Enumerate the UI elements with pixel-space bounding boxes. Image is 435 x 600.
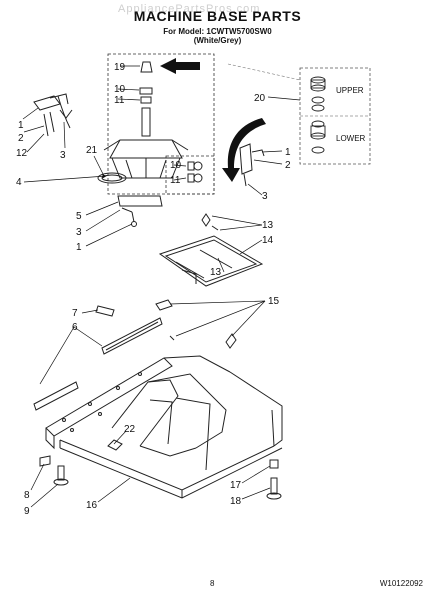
callout-18: 18 <box>230 496 242 507</box>
machine-base-frame <box>45 299 283 499</box>
watermark: AppliancePartsPros.com <box>118 3 261 15</box>
bearing-inset-box <box>299 67 371 165</box>
document-code: W10122092 <box>379 579 423 588</box>
callout-13b: 13 <box>210 267 222 278</box>
callout-3: 3 <box>60 150 66 161</box>
left-leveling-leg <box>39 455 69 486</box>
direction-arrow-left-icon <box>160 58 200 74</box>
callout-1: 1 <box>18 120 24 131</box>
right-leveling-leg <box>266 459 282 500</box>
model-line: For Model: 1CWTW5700SW0 <box>163 27 272 36</box>
callout-20: 20 <box>254 93 266 104</box>
curved-arrow-icon <box>222 118 266 182</box>
callout-3c: 3 <box>76 227 82 238</box>
right-bracket-parts <box>239 143 265 187</box>
callout-16: 16 <box>86 500 98 511</box>
side-rail <box>33 305 163 411</box>
upper-bearing-icon <box>310 76 326 112</box>
page-number: 8 <box>210 579 215 588</box>
callout-13: 13 <box>262 220 274 231</box>
detail-box-small <box>165 155 215 195</box>
callout-11: 11 <box>114 95 125 106</box>
callout-12: 12 <box>16 148 28 159</box>
lower-bracket-parts <box>117 195 163 227</box>
page-title: MACHINE BASE PARTS <box>133 8 302 24</box>
callout-5: 5 <box>76 211 82 222</box>
callout-1b: 1 <box>285 147 291 158</box>
callout-19: 19 <box>114 62 126 73</box>
gearcase-assembly <box>97 61 189 184</box>
callout-22: 22 <box>124 424 136 435</box>
lower-label: LOWER <box>336 134 366 143</box>
callout-4: 4 <box>16 177 22 188</box>
upper-label: UPPER <box>336 86 364 95</box>
callout-17: 17 <box>230 480 242 491</box>
color-line: (White/Grey) <box>193 36 242 45</box>
callout-7: 7 <box>72 308 78 319</box>
callout-1c: 1 <box>76 242 82 253</box>
clip-parts <box>187 161 203 183</box>
lower-bearing-icon <box>310 120 326 154</box>
left-bracket-parts <box>33 93 73 137</box>
callout-21: 21 <box>86 145 98 156</box>
callout-8: 8 <box>24 490 30 501</box>
callout-15: 15 <box>268 296 280 307</box>
callout-2: 2 <box>18 133 24 144</box>
callout-14: 14 <box>262 235 274 246</box>
callout-labels: 19 10 11 1 2 12 3 21 4 10 11 1 2 3 5 3 1… <box>16 62 291 517</box>
callout-3b: 3 <box>262 191 268 202</box>
pump-frame <box>158 213 264 287</box>
callout-9: 9 <box>24 506 30 517</box>
callout-10b: 10 <box>170 160 182 171</box>
callout-6: 6 <box>72 322 78 333</box>
detail-box-main <box>107 53 215 195</box>
leader-lines <box>22 65 301 508</box>
callout-10: 10 <box>114 84 126 95</box>
callout-11b: 11 <box>170 175 181 186</box>
callout-2b: 2 <box>285 160 291 171</box>
